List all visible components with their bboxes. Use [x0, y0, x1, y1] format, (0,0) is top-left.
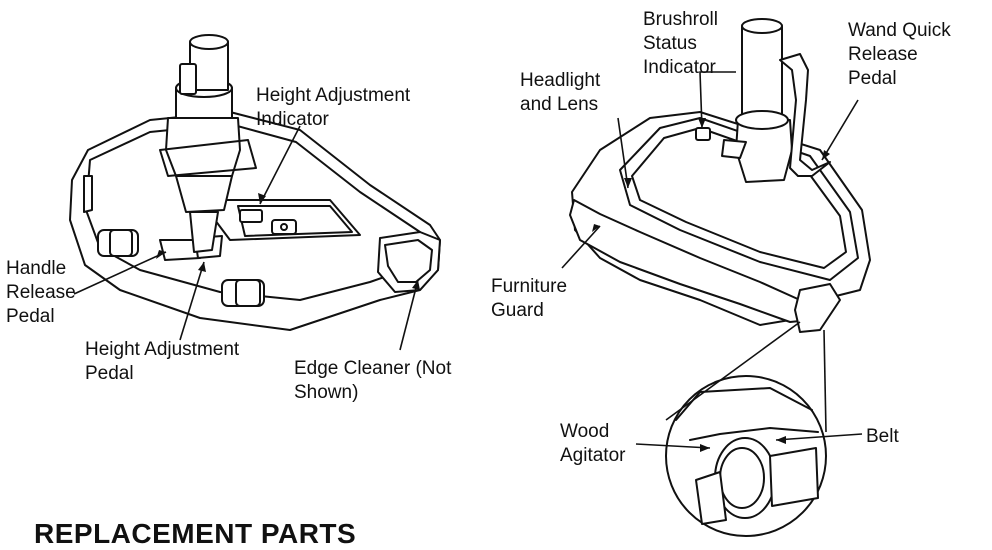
right-powerhead-body [569, 18, 871, 333]
leader-lines [73, 71, 863, 449]
leader-height-pedal [179, 261, 205, 341]
zoom-cone-left [665, 321, 801, 421]
label-wood-agitator: Wood Agitator [560, 421, 626, 466]
leader-wood-agitator [635, 443, 711, 449]
label-handle-release-pedal: Handle Release Pedal [6, 258, 76, 327]
leader-edge-cleaner [399, 279, 419, 351]
section-heading: REPLACEMENT PARTS [34, 518, 357, 549]
zoom-cone-right [823, 329, 827, 433]
leader-height-indicator [259, 125, 301, 205]
label-furniture-guard: Furniture Guard [491, 276, 568, 321]
left-powerhead-body [69, 34, 441, 331]
label-headlight-and-lens: Headlight and Lens [520, 70, 601, 115]
label-belt: Belt [866, 426, 899, 447]
label-wand-quick-release-pedal: Wand Quick Release Pedal [848, 20, 951, 89]
leader-belt [775, 433, 863, 441]
label-brushroll-status-indicator: Brushroll Status Indicator [643, 9, 718, 78]
leader-headlight [617, 117, 629, 189]
leader-furniture-guard [561, 225, 601, 269]
leader-wand-release [821, 99, 859, 161]
agitator-zoom-circle [665, 375, 827, 537]
label-height-adjustment-pedal: Height Adjustment Pedal [85, 339, 240, 384]
label-height-adjustment-indicator: Height Adjustment Indicator [256, 85, 411, 130]
leader-handle-release [73, 251, 167, 295]
leader-brushroll [699, 71, 736, 129]
label-edge-cleaner: Edge Cleaner (Not Shown) [294, 358, 452, 403]
